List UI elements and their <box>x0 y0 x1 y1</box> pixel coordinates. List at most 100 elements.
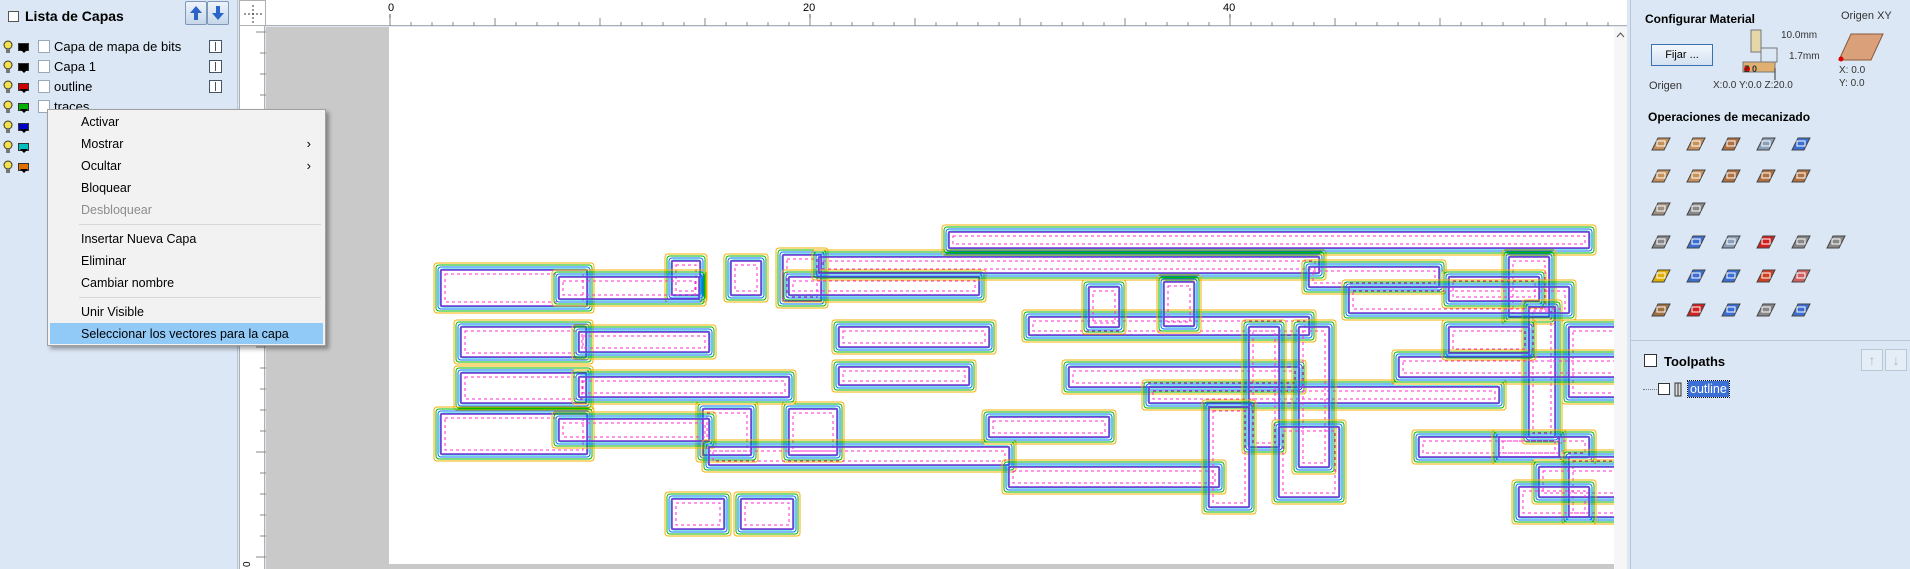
machining-tool-icon[interactable] <box>1648 164 1674 190</box>
machining-tool-icon[interactable] <box>1753 230 1779 256</box>
machining-tool-icon[interactable] <box>1718 132 1744 158</box>
menu-item-insertar-nueva-capa[interactable]: Insertar Nueva Capa <box>50 228 323 249</box>
arrow-up-icon <box>190 6 202 20</box>
canvas-scrollbar[interactable] <box>1614 27 1627 569</box>
machining-tool-icon[interactable] <box>1648 132 1674 158</box>
machining-tool-icon[interactable] <box>1683 298 1709 324</box>
ruler-label: 20 <box>803 2 816 14</box>
machining-tool-icon[interactable] <box>1753 164 1779 190</box>
layer-sheet-icon[interactable] <box>209 40 222 53</box>
machining-tool-icon[interactable] <box>1788 230 1814 256</box>
machining-tool-icon[interactable] <box>1648 264 1674 290</box>
machining-tool-icon[interactable] <box>1718 164 1744 190</box>
submenu-arrow-icon: › <box>306 158 311 173</box>
menu-item-label: Seleccionar los vectores para la capa <box>81 326 289 341</box>
z-zero-label: Z 0 <box>1744 64 1758 74</box>
menu-item-label: Unir Visible <box>81 304 144 319</box>
toolpath-item-outline[interactable]: outline <box>1687 380 1730 398</box>
machining-tool-icon[interactable] <box>1788 264 1814 290</box>
menu-item-desbloquear: Desbloquear <box>50 199 323 220</box>
machining-tool-icon[interactable] <box>1823 230 1849 256</box>
toolpath-checkbox[interactable] <box>1658 383 1670 395</box>
machining-tool-icon[interactable] <box>1683 132 1709 158</box>
tool-glyph-icon <box>1721 303 1741 317</box>
menu-item-mostrar[interactable]: Mostrar› <box>50 133 323 154</box>
tool-glyph-icon <box>1651 303 1671 317</box>
machining-tool-icon[interactable] <box>1683 264 1709 290</box>
machining-tool-icon[interactable] <box>1648 197 1674 223</box>
visibility-bulb-icon[interactable] <box>3 80 13 94</box>
move-layer-up-button[interactable] <box>185 1 207 25</box>
visibility-bulb-icon[interactable] <box>3 60 13 74</box>
menu-item-eliminar[interactable]: Eliminar <box>50 250 323 271</box>
color-dropdown-icon <box>20 89 28 93</box>
machining-tool-icon[interactable] <box>1788 132 1814 158</box>
visibility-bulb-icon[interactable] <box>3 160 13 174</box>
move-layer-down-button[interactable] <box>207 1 229 25</box>
machining-tool-icon[interactable] <box>1683 230 1709 256</box>
origin-xy-icon[interactable] <box>1837 30 1885 64</box>
tool-glyph-icon <box>1686 169 1706 183</box>
menu-item-activar[interactable]: Activar <box>50 111 323 132</box>
toolpaths-checkbox[interactable] <box>1644 354 1657 367</box>
scroll-up-icon[interactable] <box>1614 29 1627 41</box>
machining-tool-icon[interactable] <box>1753 264 1779 290</box>
layer-row[interactable] <box>0 157 236 176</box>
machining-tool-icon[interactable] <box>1753 132 1779 158</box>
machining-tool-icon[interactable] <box>1718 298 1744 324</box>
material-block-icon <box>1742 29 1778 80</box>
layer-row[interactable]: Capa 1 <box>0 57 236 76</box>
machining-tool-icon[interactable] <box>1753 298 1779 324</box>
thickness-value: 10.0mm <box>1781 30 1818 41</box>
layer-row[interactable]: Capa de mapa de bits <box>0 37 236 56</box>
layer-row[interactable]: outline <box>0 77 236 96</box>
origin-x: X: 0.0 <box>1839 65 1866 76</box>
layer-sheet-icon[interactable] <box>209 80 222 93</box>
origin-coords: X:0.0 Y:0.0 Z:20.0 <box>1713 80 1793 91</box>
pcb-toolpath-drawing <box>433 224 1757 537</box>
menu-separator <box>79 297 321 298</box>
job-setup-panel: Configurar Material Fijar ... Origen Z 0… <box>1630 0 1910 569</box>
machining-tool-icon[interactable] <box>1718 230 1744 256</box>
menu-item-label: Ocultar <box>81 158 122 173</box>
ruler-corner[interactable] <box>239 0 266 26</box>
origin-label: Origen <box>1649 80 1683 92</box>
panel-pin-icon[interactable] <box>8 10 19 22</box>
layer-row[interactable] <box>0 137 236 156</box>
machining-tool-icon[interactable] <box>1648 230 1674 256</box>
machining-tool-icon[interactable] <box>1683 164 1709 190</box>
menu-item-label: Bloquear <box>81 180 132 195</box>
tool-glyph-icon <box>1756 235 1776 249</box>
machining-tool-icon[interactable] <box>1683 197 1709 223</box>
tool-glyph-icon <box>1721 137 1741 151</box>
tool-glyph-icon <box>1756 137 1776 151</box>
menu-item-ocultar[interactable]: Ocultar › <box>50 155 323 176</box>
menu-item-bloquear[interactable]: Bloquear <box>50 177 323 198</box>
toolpaths-title: Toolpaths <box>1664 354 1726 369</box>
layer-sheet-icon[interactable] <box>209 60 222 73</box>
visibility-bulb-icon[interactable] <box>3 100 13 114</box>
tool-glyph-icon <box>1651 169 1671 183</box>
layer-row[interactable] <box>0 117 236 136</box>
machining-tool-icon[interactable] <box>1788 164 1814 190</box>
toolpath-move-down-button[interactable]: ↓ <box>1885 349 1907 371</box>
menu-item-unir-visible[interactable]: Unir Visible <box>50 301 323 322</box>
menu-item-seleccionar-vectores[interactable]: Seleccionar los vectores para la capa <box>50 323 323 344</box>
machining-tool-icon[interactable] <box>1788 298 1814 324</box>
tool-glyph-icon <box>1756 303 1776 317</box>
visibility-bulb-icon[interactable] <box>3 140 13 154</box>
visibility-bulb-icon[interactable] <box>3 120 13 134</box>
tool-glyph-icon <box>1791 269 1811 283</box>
color-dropdown-icon <box>20 69 28 73</box>
toolpath-move-up-button[interactable]: ↑ <box>1861 349 1883 371</box>
tool-glyph-icon <box>1651 235 1671 249</box>
tool-glyph-icon <box>1721 169 1741 183</box>
color-dropdown-icon <box>20 149 28 153</box>
menu-item-cambiar-nombre[interactable]: Cambiar nombre <box>50 272 323 293</box>
ruler-label: 0 <box>242 561 253 567</box>
fijar-button[interactable]: Fijar ... <box>1651 44 1713 66</box>
visibility-bulb-icon[interactable] <box>3 40 13 54</box>
machining-tool-icon[interactable] <box>1718 264 1744 290</box>
machining-tool-icon[interactable] <box>1648 298 1674 324</box>
drawing-canvas[interactable] <box>389 27 1757 564</box>
